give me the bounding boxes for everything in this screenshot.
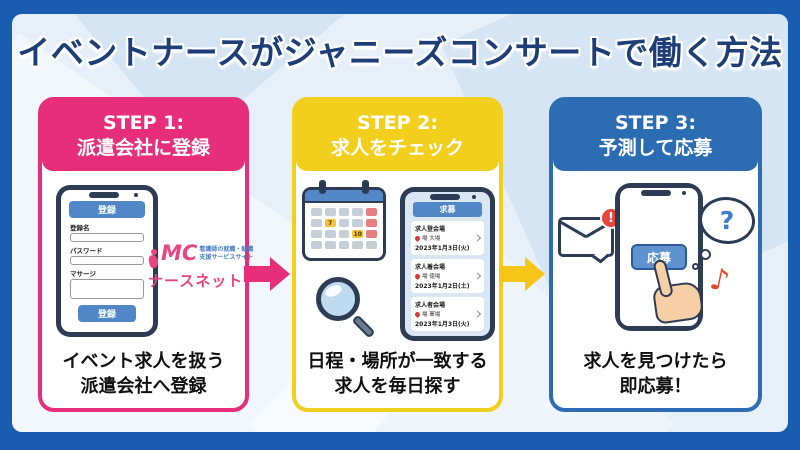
step2-to-step3-arrow (499, 257, 545, 291)
phone-camera-dot (681, 191, 686, 195)
chevron-right-icon (473, 310, 482, 318)
calendar-top-band (305, 190, 383, 203)
calendar-ring (362, 180, 369, 194)
logo-taglines: 看護師の就職・転職 支援サービスサイト (199, 246, 253, 262)
job-title: 求人者会場 (415, 302, 446, 309)
mail-icon: ! (558, 207, 622, 264)
job-list-phone: 求募 求人登会場 場 大場 2023年1月3日(火) 求人着会場 場 徳場 20… (400, 187, 495, 341)
logo-tagline-2: 支援サービスサイト (199, 253, 254, 261)
question-mark-icon: ? (719, 206, 735, 235)
field-label-password: パスワード (70, 247, 103, 255)
job-venue-text: 場 大場 (422, 236, 441, 242)
magnifier-icon (316, 277, 376, 339)
step2-header-line2: 求人をチェック (330, 137, 464, 159)
chevron-right-icon (473, 234, 482, 242)
calendar-ring (319, 180, 326, 194)
calendar-day-10: 10 (352, 230, 364, 238)
step2-header: STEP 2: 求人をチェック (296, 101, 499, 171)
step1-header-line1: STEP 1: (103, 112, 184, 135)
magnifier-lens (316, 277, 360, 321)
page-title: イベントナースがジャニーズコンサートで働く方法 (17, 33, 783, 72)
step3-illustration: ! 応募 ? ♪ (553, 171, 758, 346)
magnifier-handle (351, 314, 376, 339)
step3-caption: 求人を見つけたら 即応募！ (553, 350, 758, 399)
step1-to-step2-arrow (244, 257, 290, 291)
step2-caption-line2: 求人を毎日探す (334, 375, 461, 397)
job-venue: 場 軍場 (413, 310, 473, 318)
mc-nursenet-logo: MC 看護師の就職・転職 支援サービスサイト ナースネット (148, 243, 254, 291)
step3-header-line2: 予測して応募 (598, 137, 713, 159)
step1-card: STEP 1: 派遣会社に登録 登録 登録名 パスワード マサージ 登録 MC (38, 97, 253, 412)
job-title: 求人着会場 (415, 264, 446, 271)
step3-header-line1: STEP 3: (615, 112, 696, 135)
job-title: 求人登会場 (415, 226, 446, 233)
job-screen-title: 求募 (413, 202, 482, 217)
step2-card: STEP 2: 求人をチェック 7 10 求募 求人登会場 (292, 97, 503, 412)
step1-header: STEP 1: 派遣会社に登録 (42, 101, 245, 171)
job-venue-text: 場 軍場 (422, 312, 441, 318)
field-label-name: 登録名 (70, 224, 90, 232)
step1-caption-line1: イベント求人を扱う (62, 351, 225, 373)
job-venue-text: 場 徳場 (422, 274, 441, 280)
calendar-grid: 7 10 (305, 203, 383, 254)
job-date: 2023年1月3日(火) (415, 245, 470, 252)
step1-caption: イベント求人を扱う 派遣会社へ登録 (42, 350, 245, 399)
mail-flap (558, 220, 587, 239)
map-pin-icon (413, 234, 422, 242)
phone-notch (641, 190, 671, 196)
phone-notch (89, 192, 119, 198)
thought-bubble-icon: ? (699, 197, 755, 244)
calendar-day-7: 7 (324, 219, 336, 227)
job-list-item: 求人登会場 場 大場 2023年1月3日(火) (411, 221, 484, 255)
map-pin-icon (413, 310, 422, 318)
map-pin-icon (413, 272, 422, 280)
register-button: 登録 (78, 305, 136, 322)
thought-bubble-dot (692, 263, 699, 270)
pointing-hand-icon (646, 253, 718, 335)
job-list-screen: 求募 求人登会場 場 大場 2023年1月3日(火) 求人着会場 場 徳場 20… (405, 192, 490, 336)
job-venue: 場 大場 (413, 234, 473, 242)
job-list-item: 求人者会場 場 軍場 2023年1月3日(火) (411, 297, 484, 331)
calendar-icon: 7 10 (302, 180, 386, 261)
step2-header-line1: STEP 2: (357, 112, 438, 135)
step1-caption-line2: 派遣会社へ登録 (80, 375, 207, 397)
phone-camera-dot (472, 195, 477, 199)
chevron-right-icon (473, 272, 482, 280)
field-label-message: マサージ (70, 270, 96, 278)
registration-screen-title: 登録 (69, 201, 145, 218)
logo-tagline-1: 看護師の就職・転職 (199, 246, 254, 253)
step3-caption-line2: 即応募！ (619, 375, 692, 397)
message-input (70, 279, 144, 299)
step2-caption-line1: 日程・場所が一致する (307, 351, 488, 373)
step3-header: STEP 3: 予測して応募 (553, 101, 758, 171)
name-input (70, 233, 144, 242)
phone-notch (429, 194, 460, 200)
logo-mc-text: MC (161, 241, 198, 265)
job-date: 2023年1月3日(火) (415, 321, 470, 328)
step3-card: STEP 3: 予測して応募 ! 応募 ? ♪ 求人を見つけたら 即応 (549, 97, 762, 412)
job-list-item: 求人着会場 場 徳場 2023年1月2日(土) (411, 259, 484, 293)
phone-camera-dot (134, 193, 139, 197)
job-date: 2023年1月2日(土) (415, 283, 470, 290)
thought-bubble-dot (700, 249, 711, 260)
step1-illustration: 登録 登録名 パスワード マサージ 登録 MC 看護師の就職・転職 支援サービス… (42, 171, 253, 346)
nurse-figure-icon (148, 249, 159, 269)
step3-caption-line1: 求人を見つけたら (583, 351, 728, 373)
registration-phone-screen: 登録 登録名 パスワード マサージ 登録 (61, 190, 153, 332)
password-input (70, 256, 144, 265)
mail-bubble-tail (591, 249, 610, 264)
registration-phone: 登録 登録名 パスワード マサージ 登録 (56, 185, 158, 337)
step2-caption: 日程・場所が一致する 求人を毎日探す (296, 350, 499, 399)
logo-name-text: ナースネット (148, 272, 244, 290)
step1-header-line2: 派遣会社に登録 (76, 137, 210, 159)
step2-illustration: 7 10 求募 求人登会場 場 大場 2023年1月3日(火) (296, 171, 499, 346)
job-venue: 場 徳場 (413, 272, 473, 280)
